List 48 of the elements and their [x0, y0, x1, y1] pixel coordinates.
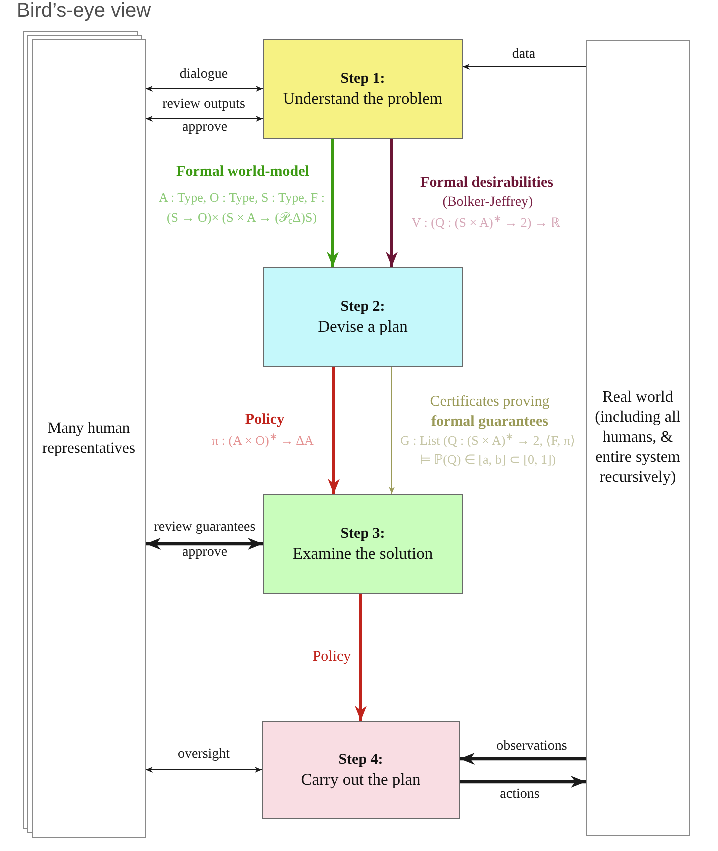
annotation-text: approve: [182, 119, 228, 137]
stacked-pages: [23, 31, 146, 838]
double-arrow: [146, 767, 262, 773]
edge-label: observations: [496, 738, 568, 756]
edge-label: Formal world-model: [176, 163, 310, 182]
arrow: [462, 64, 586, 70]
edge-label: data: [512, 46, 536, 64]
process-box: [263, 267, 463, 367]
step-title: Carry out the plan: [301, 770, 421, 790]
step-title: Devise a plan: [318, 317, 408, 337]
node-label: Real world (including all humans, & entire system recursively): [594, 388, 682, 488]
edge-label: review guarantees: [154, 519, 256, 537]
annotation-text: approve: [182, 544, 228, 562]
edge-label: dialogue: [180, 66, 228, 84]
double-arrow: [146, 86, 264, 92]
node-label: Many human representatives: [42, 418, 136, 458]
double-arrow: [146, 116, 264, 122]
process-box: [263, 39, 463, 139]
page-title: Bird’s-eye view: [17, 0, 152, 23]
step-heading: Step 2:: [340, 298, 386, 317]
step-heading: Step 1:: [340, 70, 386, 89]
edge-label: Formal desirabilities: [420, 174, 554, 193]
step-title: Understand the problem: [283, 89, 443, 109]
step-heading: Step 3:: [340, 525, 386, 544]
edge-label: Policy: [312, 648, 352, 667]
formula-text: V : (Q : (S × A)$^{∗}$ → 2) → ℝ: [412, 213, 560, 232]
arrow: [386, 139, 398, 267]
arrow: [328, 367, 340, 494]
edge-label: Certificates proving formal guarantees: [429, 393, 551, 432]
double-arrow: [146, 538, 263, 550]
edge-label: review outputs: [162, 96, 246, 114]
edge-label: Policy: [245, 411, 285, 430]
outlined-panel: [586, 40, 690, 836]
arrow: [460, 776, 586, 788]
arrow: [355, 594, 367, 721]
arrow: [460, 753, 586, 765]
formula-text: A : Type, O : Type, S : Type, F : (S → O)× (S × A → (𝒫$_{c}$Δ)S): [158, 189, 326, 228]
edge-label: actions: [500, 786, 540, 804]
annotation-text: (Bolker-Jeffrey): [442, 194, 534, 212]
arrow: [389, 366, 395, 494]
process-box: [262, 721, 460, 819]
arrow: [327, 139, 339, 267]
step-heading: Step 4:: [338, 751, 384, 770]
formula-text: G : List (Q : (S × A)$^{∗}$ → 2, ⟨F, π⟩ ⊨ ℙ(Q) ∈ [a, b] ⊂ [0, 1]): [400, 431, 576, 469]
edge-label: oversight: [178, 746, 230, 764]
formula-text: π : (A × O)$^{∗}$ → ΔA: [212, 431, 314, 450]
step-title: Examine the solution: [292, 544, 434, 564]
process-box: [263, 494, 463, 594]
